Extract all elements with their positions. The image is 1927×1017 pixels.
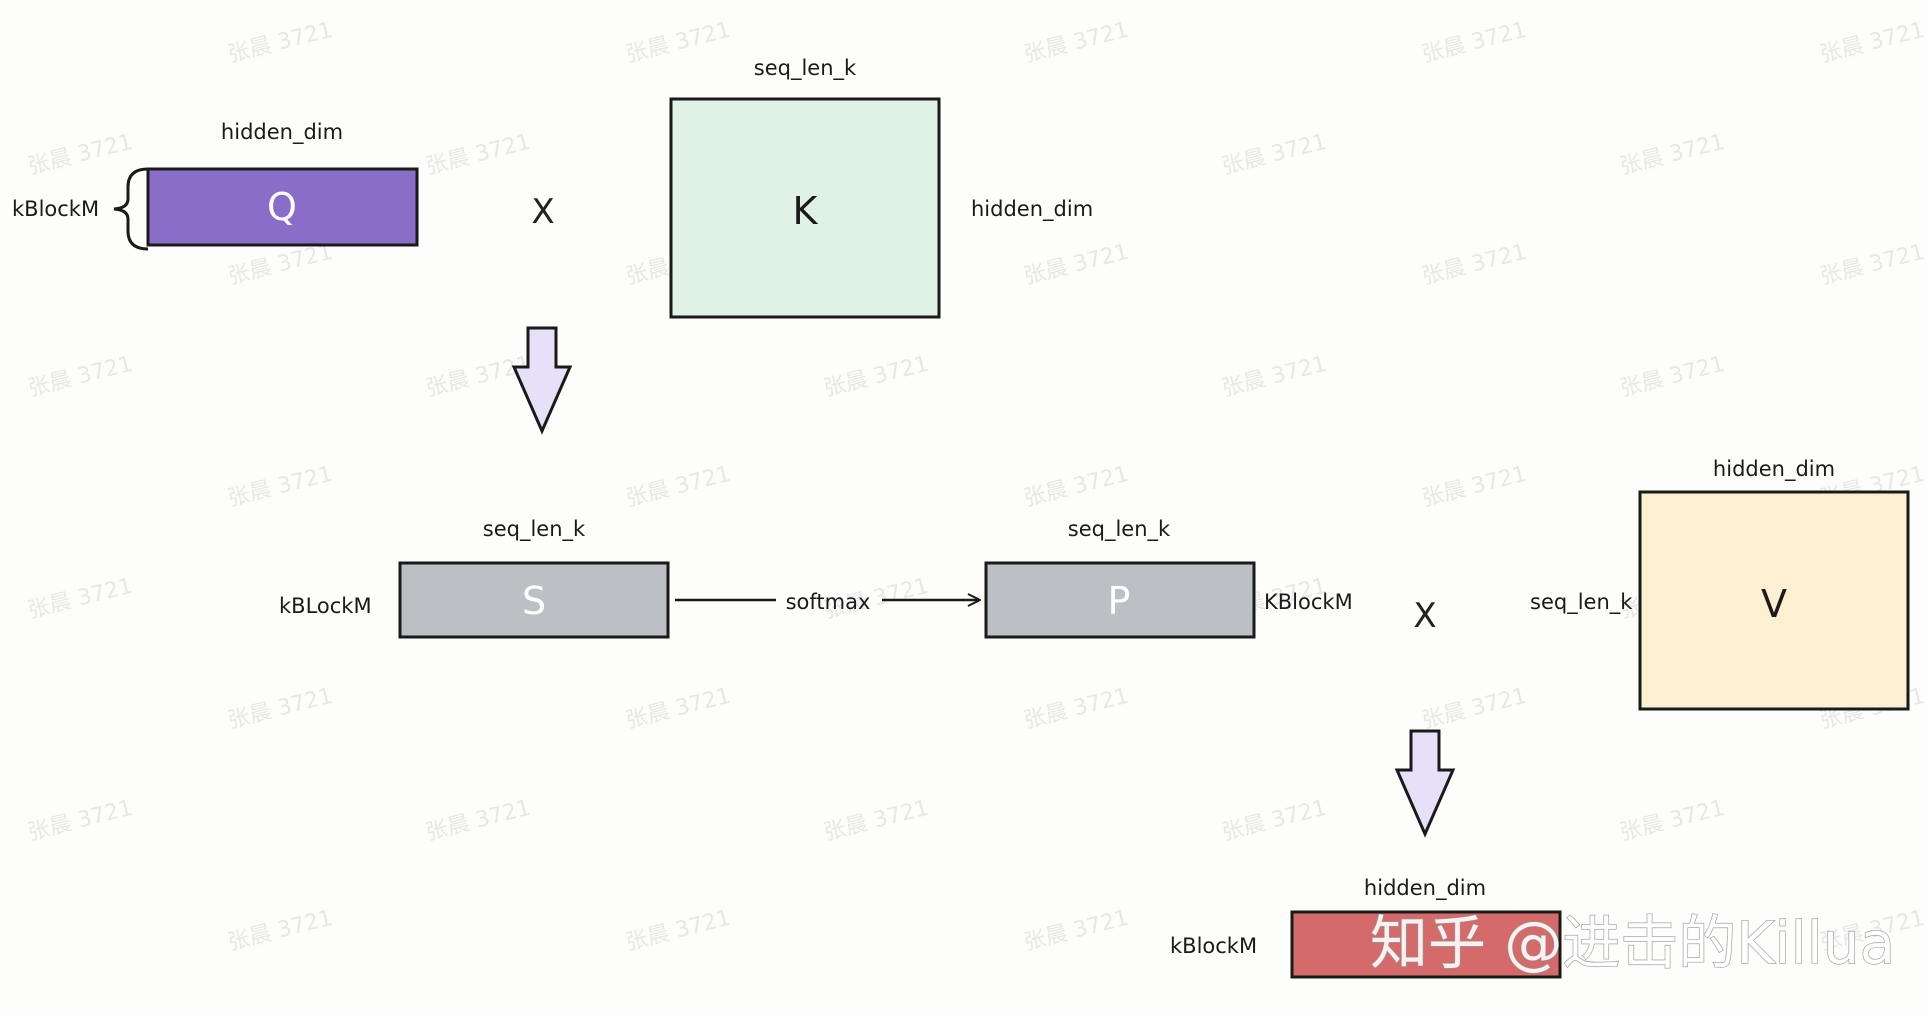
s-top-dim-label: seq_len_k (483, 517, 586, 542)
times-operator-1: X (531, 192, 554, 232)
brand-watermark: 知乎 @进击的Killua (1370, 909, 1895, 977)
q-row-brace (113, 167, 149, 251)
o-block: hidden_dim kBlockM (1170, 876, 1562, 979)
s-left-dim-label: kBLockM (279, 594, 372, 618)
s-block: seq_len_k kBLockM S (279, 517, 670, 639)
v-block: hidden_dim seq_len_k V (1530, 457, 1910, 711)
q-left-dim-label: kBlockM (12, 197, 99, 221)
p-matrix (984, 561, 1256, 639)
o-left-dim-label: kBlockM (1170, 934, 1257, 958)
v-matrix-label: V (1761, 582, 1787, 626)
s-matrix (398, 561, 670, 639)
q-matrix (146, 167, 419, 247)
q-block: hidden_dim kBlockM Q (12, 120, 419, 251)
times-operator-2: X (1413, 596, 1436, 636)
k-block: seq_len_k K hidden_dim (669, 56, 1093, 319)
k-right-dim-label: hidden_dim (971, 197, 1093, 222)
v-left-dim-label: seq_len_k (1530, 590, 1633, 615)
softmax-connector: softmax (675, 590, 979, 614)
v-top-dim-label: hidden_dim (1713, 457, 1835, 482)
k-matrix (669, 97, 941, 319)
down-arrow-icon (511, 326, 573, 435)
o-top-dim-label: hidden_dim (1364, 876, 1486, 901)
p-right-dim-label: KBlockM (1264, 590, 1353, 614)
k-top-dim-label: seq_len_k (754, 56, 857, 81)
v-matrix (1638, 490, 1910, 711)
o-matrix (1290, 910, 1562, 979)
q-top-dim-label: hidden_dim (221, 120, 343, 145)
k-matrix-label: K (793, 189, 819, 233)
q-matrix-label: Q (267, 185, 297, 229)
s-matrix-label: S (522, 579, 546, 623)
softmax-label: softmax (786, 590, 871, 614)
p-block: seq_len_k P KBlockM (984, 517, 1353, 639)
down-arrow-icon (1394, 729, 1456, 838)
p-top-dim-label: seq_len_k (1068, 517, 1171, 542)
p-matrix-label: P (1108, 579, 1131, 623)
